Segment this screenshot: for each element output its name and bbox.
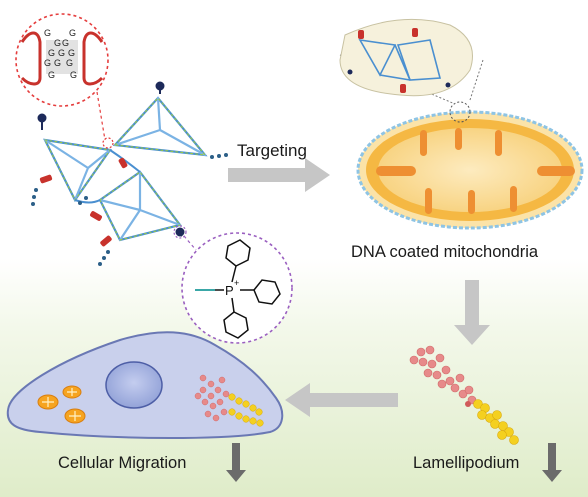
g-quadruplex-letter: G (68, 48, 75, 58)
cellular-migration-label: Cellular Migration (58, 454, 187, 472)
cell-mitochondria (37, 385, 86, 424)
g-quadruplex-letter: G (58, 48, 65, 58)
migrating-cell (6, 331, 284, 439)
dna-tetrahedron-network (31, 81, 228, 266)
g-quadruplex-letter: G (62, 38, 69, 48)
down-arrow-right (454, 280, 490, 345)
dna-tails (31, 153, 228, 266)
cell-actin-pink (194, 374, 230, 422)
g-quadruplex-letter: G (48, 70, 55, 80)
g-quadruplex-letter: G (48, 48, 55, 58)
g-quadruplex-letter: G (70, 70, 77, 80)
g-quadruplex-letter: G (69, 28, 76, 38)
g-quadruplex-letter: G (44, 28, 51, 38)
cell-actin-yellow (228, 393, 264, 427)
mitochondrion (339, 18, 584, 230)
g-quadruplex-letter: G (54, 38, 61, 48)
g-quadruplex-letter: G (44, 58, 51, 68)
targeting-label: Targeting (237, 141, 307, 160)
cristae (376, 128, 575, 214)
down-arrow-lamellipodium (542, 443, 562, 482)
red-linkers (39, 157, 128, 247)
tpp-zoom: P + (173, 225, 293, 344)
g-quadruplex-letter: G (54, 58, 61, 68)
targeting-arrow (228, 158, 330, 192)
g-quadruplex-letter: G (66, 58, 73, 68)
tpp-p-label: P (225, 283, 234, 298)
dna-tetrahedron-c (98, 170, 182, 242)
lamellipodium-label: Lamellipodium (413, 454, 520, 472)
down-arrow-migration (226, 443, 246, 482)
dna-tetrahedron-b (112, 96, 208, 157)
lamellipodium-actin (409, 345, 519, 445)
tpp-anchors (37, 81, 185, 237)
left-arrow-bottom (285, 383, 398, 417)
tpp-charge: + (234, 278, 239, 288)
dna-coated-mitochondria-label: DNA coated mitochondria (351, 243, 539, 261)
mito-zoom-tetrahedra (339, 18, 473, 97)
dna-tetrahedron-a (43, 138, 112, 203)
